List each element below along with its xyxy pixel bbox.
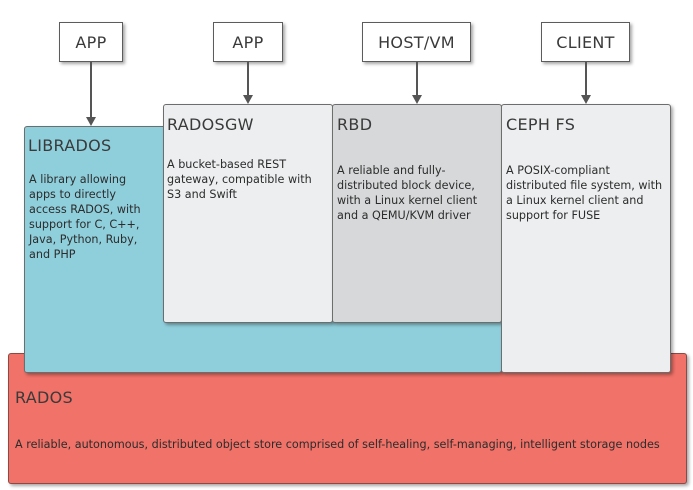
top-box-app-1: APP (59, 22, 123, 62)
rados-title: RADOS (15, 388, 73, 407)
arrow-client-line (585, 62, 587, 96)
arrow-host-vm-line (416, 62, 418, 96)
arrow-client-head (581, 95, 591, 104)
arrow-host-vm-head (412, 95, 422, 104)
cephfs-title: CEPH FS (506, 115, 576, 134)
top-box-client: CLIENT (541, 22, 630, 62)
rados-box: RADOS A reliable, autonomous, distribute… (8, 353, 687, 484)
arrow-app-2-head (243, 95, 253, 104)
arrow-app-2-line (247, 62, 249, 96)
rbd-description: A reliable and fully-distributed block d… (337, 164, 478, 222)
radosgw-description: A bucket-based REST gateway, compatible … (167, 158, 312, 201)
cephfs-description: A POSIX-compliant distributed file syste… (506, 164, 663, 222)
arrow-app-1-head (86, 117, 96, 126)
radosgw-box: RADOSGW A bucket-based REST gateway, com… (163, 104, 333, 323)
librados-description: A library allowing apps to directly acce… (29, 173, 141, 261)
top-box-host-vm: HOST/VM (362, 22, 471, 62)
radosgw-title: RADOSGW (167, 115, 254, 134)
top-box-app-2: APP (213, 22, 283, 62)
rbd-box: RBD A reliable and fully-distributed blo… (332, 104, 502, 323)
cephfs-box: CEPH FS A POSIX-compliant distributed fi… (501, 104, 671, 373)
librados-title: LIBRADOS (28, 136, 112, 155)
rbd-title: RBD (337, 115, 373, 134)
arrow-app-1-line (90, 62, 92, 118)
rados-description: A reliable, autonomous, distributed obje… (15, 438, 660, 451)
